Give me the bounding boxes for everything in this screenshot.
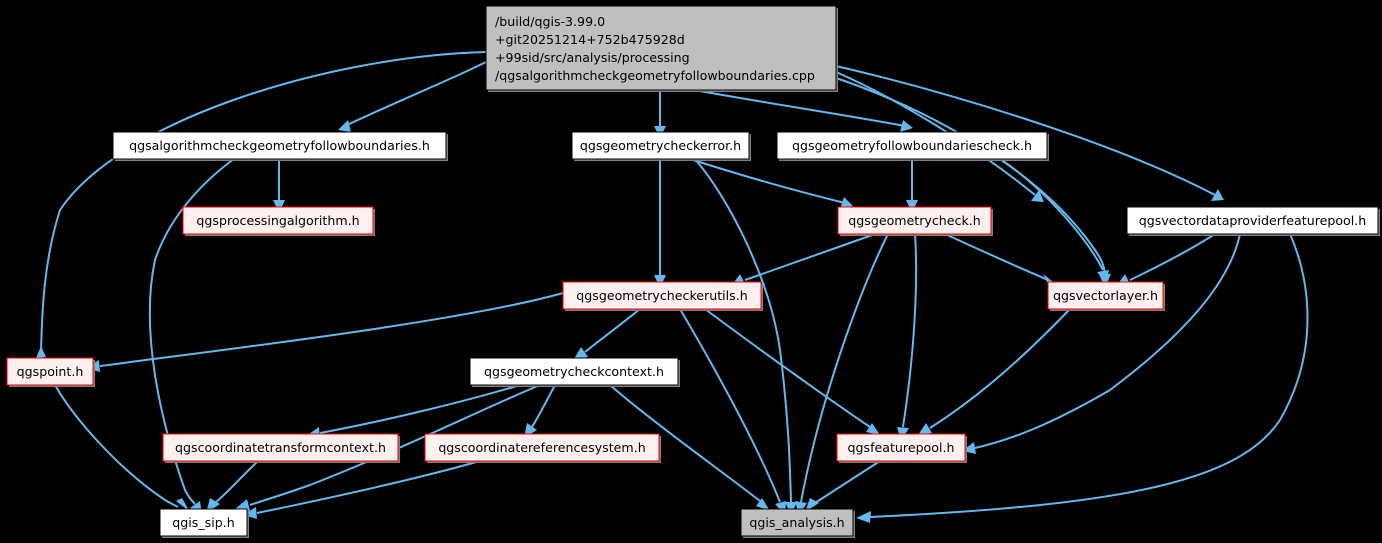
edges-layer bbox=[36, 51, 1309, 523]
node-label: qgspoint.h bbox=[17, 364, 84, 379]
edge-vdpfeaturepool-to-vectorlayer bbox=[1129, 233, 1216, 281]
node-processingalgorithm[interactable]: qgsprocessingalgorithm.h bbox=[182, 206, 375, 236]
edge-vdpfeaturepool-to-analysis bbox=[869, 233, 1309, 518]
edge-arrowhead-root-to-followcheck bbox=[900, 120, 913, 132]
node-transformcontext[interactable]: qgscoordinatetransformcontext.h bbox=[162, 433, 400, 463]
node-featurepool[interactable]: qgsfeaturepool.h bbox=[836, 433, 967, 463]
edge-checkcontext-to-sip bbox=[249, 384, 541, 506]
edge-root-to-algocheck bbox=[344, 61, 487, 127]
edge-algocheck-to-sip bbox=[148, 158, 235, 505]
edge-crs-to-sip bbox=[256, 460, 481, 514]
edge-checkerutils-to-point bbox=[99, 292, 564, 367]
node-label: qgsgeometrycheck.h bbox=[848, 213, 980, 228]
edge-root-to-point bbox=[40, 51, 487, 353]
edge-vectorlayer-to-featurepool bbox=[929, 308, 1071, 429]
edge-arrowhead-checkerutils-to-featurepool bbox=[866, 423, 880, 435]
node-label: qgsgeometrycheckerutils.h bbox=[576, 288, 747, 303]
node-box[interactable] bbox=[837, 206, 992, 235]
edge-arrowhead-root-to-geometrycheck bbox=[1031, 190, 1044, 202]
edge-root-to-followcheck bbox=[699, 90, 906, 127]
edge-point-to-sip bbox=[54, 384, 179, 508]
edge-arrowhead-root-to-point bbox=[36, 346, 46, 358]
node-box[interactable] bbox=[571, 131, 750, 160]
edge-checkerutils-to-analysis bbox=[679, 308, 781, 503]
edge-geometrycheck-to-featurepool bbox=[902, 233, 918, 428]
node-label: qgsfeaturepool.h bbox=[848, 440, 955, 455]
node-algocheck[interactable]: qgsalgorithmcheckgeometryfollowboundarie… bbox=[112, 131, 448, 161]
edge-followcheck-to-vectorlayer bbox=[999, 158, 1104, 271]
node-box[interactable] bbox=[469, 357, 679, 386]
edge-arrowhead-checkerutils-to-checkcontext bbox=[574, 347, 588, 359]
edge-arrowhead-root-to-algocheck bbox=[338, 120, 351, 132]
node-box[interactable] bbox=[562, 281, 762, 310]
edge-vdpfeaturepool-to-featurepool bbox=[974, 233, 1241, 449]
edge-checkerutils-to-featurepool bbox=[704, 308, 871, 428]
node-label: qgsgeometrycheckcontext.h bbox=[484, 364, 664, 379]
node-analysis[interactable]: qgis_analysis.h bbox=[740, 508, 855, 538]
edge-arrowhead-vectorlayer-to-featurepool bbox=[918, 423, 932, 435]
edge-arrowhead-checkcontext-to-analysis bbox=[756, 498, 770, 511]
node-label: qgis_sip.h bbox=[172, 515, 234, 530]
node-root[interactable]: /build/qgis-3.99.0+git20251214+752b47592… bbox=[485, 5, 838, 92]
node-label: qgsgeometryfollowboundariescheck.h bbox=[792, 138, 1032, 153]
edge-checkerror-to-geometrycheck bbox=[689, 158, 846, 204]
node-box[interactable] bbox=[182, 206, 374, 235]
node-box[interactable] bbox=[485, 5, 837, 91]
edge-arrowhead-followcheck-to-vectorlayer bbox=[1097, 270, 1109, 284]
node-label: qgsalgorithmcheckgeometryfollowboundarie… bbox=[129, 138, 430, 153]
node-followcheck[interactable]: qgsgeometryfollowboundariescheck.h bbox=[776, 131, 1049, 161]
node-vdpfeaturepool[interactable]: qgsvectordataproviderfeaturepool.h bbox=[1126, 206, 1380, 236]
node-label: /build/qgis-3.99.0+git20251214+752b47592… bbox=[495, 14, 815, 83]
edge-transformcontext-to-sip bbox=[214, 460, 259, 504]
node-box[interactable] bbox=[6, 357, 94, 386]
node-vectorlayer[interactable]: qgsvectorlayer.h bbox=[1047, 281, 1165, 311]
edge-geometrycheck-to-vectorlayer bbox=[944, 233, 1049, 281]
node-label: qgsvectorlayer.h bbox=[1053, 288, 1158, 303]
node-label: qgsgeometrycheckerror.h bbox=[580, 138, 741, 153]
node-sip[interactable]: qgis_sip.h bbox=[159, 508, 249, 538]
node-box[interactable] bbox=[162, 433, 399, 462]
edge-arrowhead-checkerror-to-geometrycheck bbox=[840, 197, 853, 209]
node-box[interactable] bbox=[159, 508, 248, 537]
node-checkerror[interactable]: qgsgeometrycheckerror.h bbox=[571, 131, 751, 161]
node-box[interactable] bbox=[1126, 206, 1379, 235]
edge-checkcontext-to-crs bbox=[531, 384, 556, 428]
node-label: qgscoordinatetransformcontext.h bbox=[175, 440, 386, 455]
edge-featurepool-to-analysis bbox=[814, 460, 881, 504]
node-checkerutils[interactable]: qgsgeometrycheckerutils.h bbox=[562, 281, 763, 311]
node-box[interactable] bbox=[112, 131, 447, 160]
node-box[interactable] bbox=[1047, 281, 1164, 310]
edge-arrowhead-checkcontext-to-sip bbox=[235, 499, 250, 511]
node-geometrycheck[interactable]: qgsgeometrycheck.h bbox=[837, 206, 993, 236]
node-label: qgscoordinatereferencesystem.h bbox=[438, 440, 645, 455]
edge-checkerutils-to-checkcontext bbox=[584, 308, 641, 353]
edge-root-to-geometrycheck bbox=[835, 71, 1036, 196]
edge-arrowhead-root-to-vdpfeaturepool bbox=[1211, 189, 1224, 201]
node-box[interactable] bbox=[740, 508, 854, 537]
edge-geometrycheck-to-analysis bbox=[800, 233, 889, 503]
edge-root-to-vdpfeaturepool bbox=[835, 65, 1216, 196]
node-box[interactable] bbox=[776, 131, 1048, 160]
edge-checkerror-to-analysis bbox=[694, 158, 792, 503]
edge-arrowhead-vdpfeaturepool-to-analysis bbox=[856, 511, 871, 523]
node-box[interactable] bbox=[424, 433, 660, 462]
node-point[interactable]: qgspoint.h bbox=[6, 357, 95, 387]
node-label: qgsvectordataproviderfeaturepool.h bbox=[1139, 213, 1366, 228]
node-label: qgis_analysis.h bbox=[749, 515, 844, 530]
node-crs[interactable]: qgscoordinatereferencesystem.h bbox=[424, 433, 661, 463]
edge-root-to-vectorlayer bbox=[835, 77, 1106, 275]
node-label: qgsprocessingalgorithm.h bbox=[196, 213, 359, 228]
edge-geometrycheck-to-checkerutils bbox=[744, 233, 876, 281]
nodes-layer: /build/qgis-3.99.0+git20251214+752b47592… bbox=[6, 5, 1380, 538]
node-checkcontext[interactable]: qgsgeometrycheckcontext.h bbox=[469, 357, 680, 387]
edge-checkcontext-to-analysis bbox=[609, 384, 761, 502]
edge-checkcontext-to-transformcontext bbox=[319, 384, 521, 434]
node-box[interactable] bbox=[836, 433, 966, 462]
